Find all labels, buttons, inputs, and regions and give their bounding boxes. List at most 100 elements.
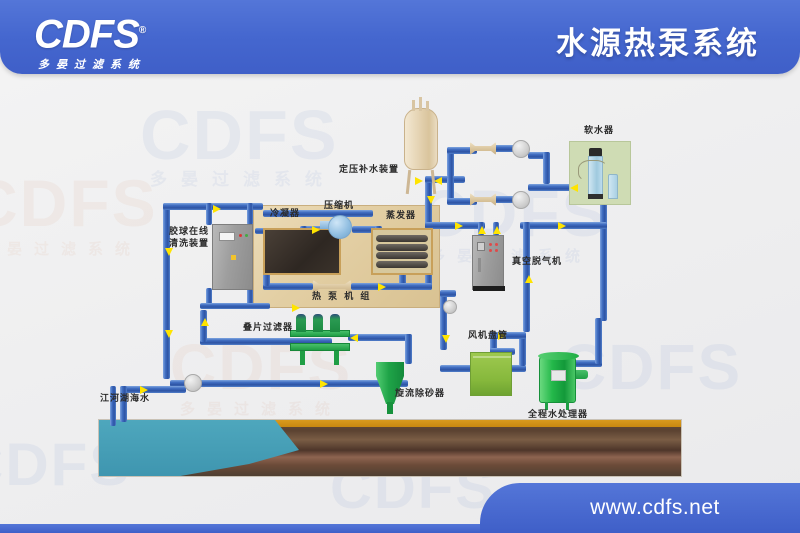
pipe-segment: [519, 332, 526, 366]
pipe-segment: [206, 288, 212, 308]
pipe-segment: [399, 272, 406, 290]
pipe-segment: [490, 332, 526, 339]
page-header: CDFS® 多晏过滤系统 水源热泵系统: [0, 0, 800, 74]
website-url[interactable]: www.cdfs.net: [590, 496, 720, 519]
pipe-segment: [595, 318, 602, 364]
watermark-logo: CDFS: [560, 331, 743, 403]
pipe-segment: [263, 283, 313, 290]
rubber-ball-cleaning-cabinet: [212, 224, 253, 290]
pipe-segment: [528, 152, 550, 159]
flow-arrow-icon: [570, 184, 578, 192]
registered-mark-icon: ®: [138, 25, 146, 36]
circulation-pump: [512, 140, 530, 158]
watermark-logo: CDFS: [140, 96, 339, 174]
flow-arrow-icon: [140, 386, 148, 394]
fan-coil-unit: [470, 352, 512, 396]
flow-arrow-icon: [201, 318, 209, 326]
flow-arrow-icon: [213, 204, 221, 213]
label-water-softener: 软水器: [584, 126, 615, 136]
disc-filter-manifold: [290, 343, 350, 351]
flow-arrow-icon: [164, 248, 173, 256]
pipe-segment: [447, 177, 454, 205]
pipe-segment: [543, 152, 550, 184]
vacuum-degasser-cabinet: [472, 235, 505, 291]
flow-arrow-icon: [320, 380, 328, 388]
circulation-pump: [443, 300, 457, 314]
pipe-segment: [490, 348, 515, 355]
watermark-logo: CDFS: [0, 166, 158, 240]
flow-arrow-icon: [164, 330, 173, 338]
pipe-segment: [440, 290, 456, 297]
circulation-pump: [512, 191, 530, 209]
flow-arrow-icon: [524, 275, 533, 283]
intake-pump: [184, 374, 202, 392]
logo-tagline: 多晏过滤系统: [38, 59, 146, 72]
label-fan-coil-unit: 风机盘管: [468, 331, 509, 341]
flow-arrow-icon: [558, 222, 566, 230]
pipe-segment: [200, 338, 332, 345]
flow-arrow-icon: [455, 222, 463, 230]
flow-arrow-icon: [350, 334, 358, 342]
pipe-segment: [425, 176, 465, 183]
pipe-segment: [600, 191, 607, 321]
pipe-segment: [440, 365, 472, 372]
flow-arrow-icon: [478, 226, 486, 234]
label-evaporator: 蒸发器: [386, 211, 417, 221]
pipe-segment: [447, 198, 477, 205]
pipe-segment: [120, 386, 127, 422]
pipe-segment: [528, 184, 550, 191]
flow-arrow-icon: [493, 226, 501, 234]
pipe-segment: [500, 365, 526, 372]
pipe-segment: [399, 283, 432, 290]
watermark-sub: 多晏过滤系统: [150, 170, 336, 189]
pipe-segment: [447, 147, 454, 177]
pipe-segment: [494, 145, 516, 152]
full-water-processor-tank: [538, 352, 579, 403]
pipe-segment: [200, 310, 207, 342]
watermark-sub: 多晏过滤系统: [0, 241, 143, 258]
pipe-segment: [120, 386, 186, 393]
water-softener-panel: [569, 141, 631, 205]
label-heat-pump-unit: 热 泵 机 组: [312, 292, 372, 302]
flow-arrow-icon: [415, 176, 423, 185]
disc-filter-cartridge: [330, 314, 340, 332]
pipe-segment: [263, 210, 373, 217]
footer-bar: [0, 524, 800, 533]
pipe-segment: [247, 288, 253, 308]
pipe-segment: [110, 386, 116, 426]
watermark-sub: 多晏过滤系统: [180, 401, 343, 418]
flow-arrow-icon: [498, 332, 506, 340]
brand-logo[interactable]: CDFS® 多晏过滤系统: [34, 10, 146, 72]
cyclone-separator-cone: [376, 376, 404, 404]
label-pressure-makeup: 定压补水装置: [339, 165, 400, 175]
pipe-segment: [490, 332, 497, 354]
condenser-unit: [263, 228, 341, 275]
evaporator-unit: [371, 228, 433, 275]
flow-arrow-icon: [292, 303, 300, 312]
pipe-segment: [447, 147, 477, 154]
pipe-segment: [170, 380, 408, 387]
label-cyclone-separator: 旋流除砂器: [395, 389, 446, 399]
flow-arrow-icon: [378, 283, 386, 291]
page-title: 水源热泵系统: [556, 26, 760, 61]
flow-arrow-icon: [312, 226, 320, 234]
disc-filter-cartridge: [313, 314, 323, 332]
pipe-segment: [566, 360, 602, 367]
pipe-segment: [348, 334, 412, 341]
label-rubber-ball-cleaner: 胶球在线 清洗装置: [163, 226, 215, 250]
flow-arrow-icon: [441, 335, 450, 343]
label-line: 清洗装置: [168, 239, 209, 249]
pipe-segment: [494, 196, 516, 203]
logo-text: CDFS®: [34, 10, 146, 55]
flow-arrow-icon: [434, 176, 442, 185]
pipe-segment: [200, 303, 270, 309]
flow-arrow-icon: [426, 196, 435, 204]
pipe-segment: [206, 203, 212, 225]
disc-filter-cartridge: [296, 314, 306, 332]
cyclone-separator-body: [376, 362, 404, 376]
label-line: 胶球在线: [168, 227, 209, 237]
pipe-segment: [405, 334, 412, 364]
pipe-segment: [247, 203, 253, 225]
compressor-inlet: [320, 221, 330, 229]
